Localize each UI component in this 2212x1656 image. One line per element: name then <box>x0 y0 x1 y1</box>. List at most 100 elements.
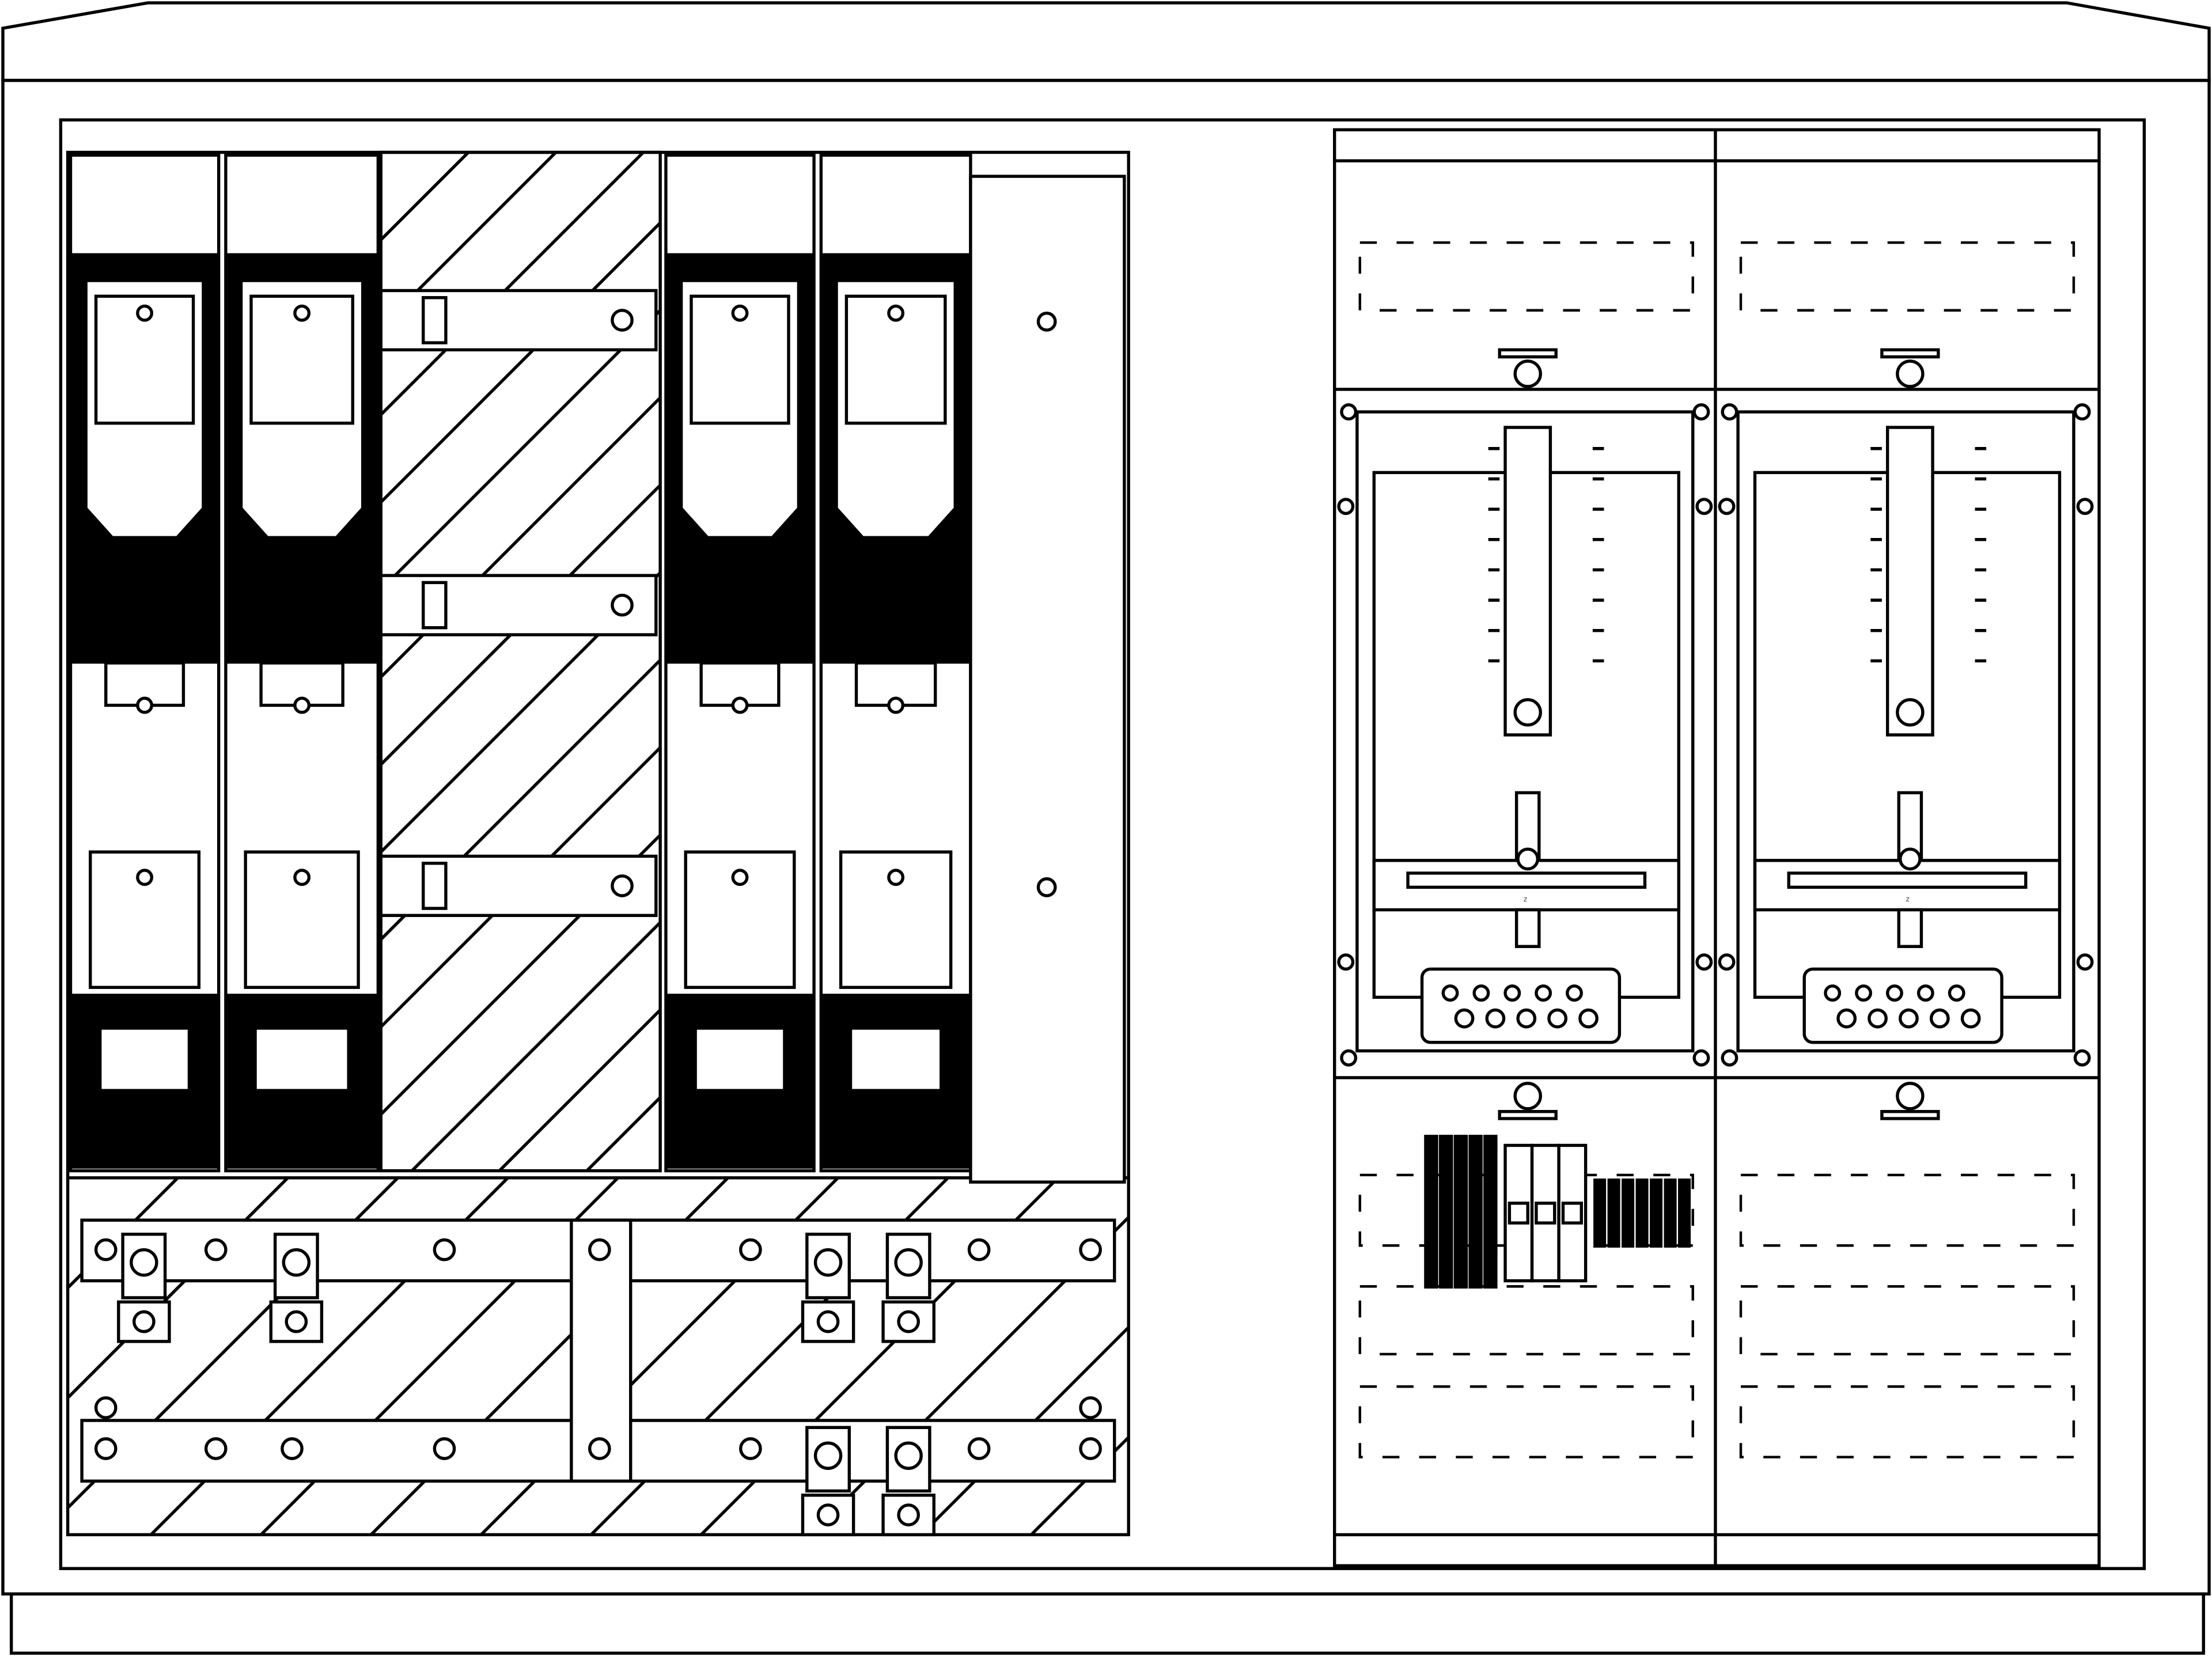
terminal-clip <box>422 862 448 910</box>
dashed-cutout <box>1739 1385 2075 1458</box>
circuit-breaker-pole <box>1468 1135 1483 1289</box>
screw-icon <box>887 304 905 322</box>
screw-icon <box>136 869 154 886</box>
terminal-hole <box>1503 984 1521 1002</box>
screw-icon <box>293 869 311 886</box>
hatch-line <box>381 395 661 680</box>
bolt-icon <box>967 1437 991 1460</box>
fuse-switch <box>819 153 972 1173</box>
circuit-breaker-pole <box>1438 1135 1453 1289</box>
terminal-hole <box>1472 984 1490 1002</box>
latch-bar <box>1880 348 1940 359</box>
meter-rail <box>1885 426 1934 737</box>
meter-fields <box>1334 159 2100 1537</box>
dashed-cutout <box>1358 1385 1694 1458</box>
bolt-icon <box>588 1437 611 1460</box>
bolt-icon <box>1079 1396 1102 1419</box>
rail-hole <box>1896 698 1925 727</box>
fuse-switches <box>69 153 972 1173</box>
bolt-icon <box>894 1441 923 1470</box>
terminal-hole <box>1916 984 1934 1002</box>
terminal-hole <box>1535 984 1552 1002</box>
meter-field <box>1718 241 2094 1458</box>
bolt-icon <box>204 1238 228 1261</box>
screw-icon <box>1036 877 1057 897</box>
terminal-clamp <box>1607 1178 1620 1248</box>
terminal-hole <box>1485 1008 1506 1029</box>
bolt-icon <box>588 1238 611 1261</box>
bolt-icon <box>281 1437 304 1460</box>
screw-icon <box>1718 953 1736 971</box>
fuse-clamp-lower <box>684 850 796 989</box>
bolt-icon <box>204 1437 228 1460</box>
terminal-hole <box>1929 1008 1950 1029</box>
hatch-line <box>381 570 661 854</box>
carrier-post <box>1514 908 1541 948</box>
rail-hole <box>1513 698 1542 727</box>
side-cover-panel <box>969 175 1126 1184</box>
screw-icon <box>1036 311 1057 332</box>
terminal-clamp <box>1650 1178 1663 1248</box>
fuse-label-window <box>256 1029 347 1089</box>
terminal-hole <box>1441 984 1459 1002</box>
bolt-icon <box>94 1396 118 1419</box>
screw-icon <box>1516 847 1540 871</box>
bolt-icon <box>813 1248 843 1277</box>
meter-label-left: z <box>1524 895 1527 903</box>
meter-rail <box>1503 426 1552 737</box>
fuse-label-window <box>852 1029 940 1089</box>
screw-icon <box>1721 403 1738 421</box>
screw-icon <box>887 869 905 886</box>
circuit-breaker-pole <box>1424 1135 1438 1289</box>
circuit-breaker-pole <box>1453 1135 1468 1289</box>
terminal-hole <box>1836 1008 1857 1029</box>
screw-icon <box>887 696 905 714</box>
bolt-icon <box>1079 1437 1102 1460</box>
terminal-hole <box>1855 984 1872 1002</box>
upper-cover-border <box>379 150 662 1173</box>
terminal-block <box>1420 967 1622 1044</box>
terminal-hole <box>1960 1008 1981 1029</box>
terminal-clamp <box>1593 1178 1607 1248</box>
fuse-clamp <box>690 294 790 425</box>
terminal-clamp <box>1678 1178 1691 1248</box>
bolt-icon <box>94 1238 118 1261</box>
bolt-icon <box>739 1437 762 1460</box>
latch-bar <box>1880 1110 1940 1120</box>
screw-icon <box>731 869 749 886</box>
bolt-icon <box>433 1437 456 1460</box>
hatch-line <box>67 1177 69 1180</box>
screw-icon <box>611 874 634 897</box>
terminal-hole <box>1948 984 1965 1002</box>
screw-icon <box>1718 498 1736 516</box>
terminal-hole <box>1566 984 1583 1002</box>
terminal-hole <box>1899 1008 1919 1029</box>
bolt-icon <box>94 1437 118 1460</box>
screw-icon <box>2073 1049 2091 1067</box>
terminal-hole <box>1578 1008 1599 1029</box>
bolt-icon <box>816 1310 840 1333</box>
fuse-label-window <box>101 1029 188 1089</box>
terminal-clamp <box>1622 1178 1635 1248</box>
fuse-switch <box>69 153 221 1173</box>
fuse-switch <box>664 153 816 1173</box>
bolt-icon <box>813 1441 843 1470</box>
latch-screw-icon <box>1896 1082 1925 1111</box>
circuit-breaker-pole <box>1483 1135 1498 1289</box>
terminal-hole <box>1824 984 1842 1002</box>
lower-busbars <box>80 1218 1116 1537</box>
terminal-hole <box>1516 1008 1537 1029</box>
screw-icon <box>1899 847 1922 871</box>
screw-icon <box>293 304 311 322</box>
fuse-label-window <box>696 1029 783 1089</box>
cable-lug-base <box>117 1300 171 1343</box>
screw-icon <box>1721 1049 1738 1067</box>
dashed-cutout <box>1358 241 1694 312</box>
screw-icon <box>1340 403 1358 421</box>
bolt-icon <box>282 1248 311 1277</box>
carrier-post <box>1897 908 1923 948</box>
carrier-slot <box>1787 871 2028 889</box>
latch-bar <box>1498 1110 1558 1120</box>
